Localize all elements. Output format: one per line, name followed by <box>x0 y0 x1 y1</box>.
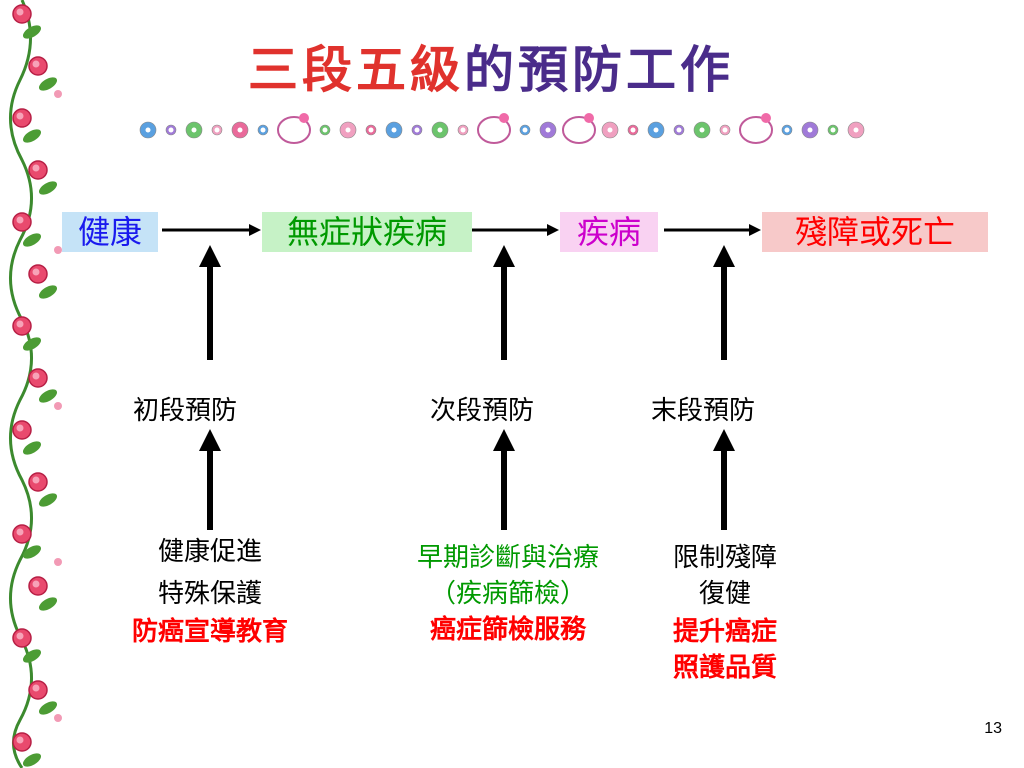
vine-leaf <box>38 181 58 195</box>
kitty-bow-icon <box>299 113 309 123</box>
vine-leaf <box>22 233 42 247</box>
vine-leaf <box>38 493 58 507</box>
primary-detail-highlight: 防癌宣導教育 <box>131 617 288 647</box>
flower-vine-border <box>9 0 62 768</box>
vine-leaf <box>22 129 42 143</box>
kitty-face-icon <box>477 116 511 144</box>
band-flower-center <box>676 127 682 133</box>
band-flower-center <box>368 127 374 133</box>
band-flower-center <box>784 127 790 133</box>
vine-leaf <box>38 389 58 403</box>
vine-leaf <box>22 441 42 455</box>
band-flower-center <box>322 127 328 133</box>
slide-title: 三段五級的預防工作 <box>248 40 734 100</box>
secondary-detail-line2: （疾病篩檢） <box>429 579 586 609</box>
band-flower-center <box>191 127 197 133</box>
small-flower-icon <box>54 558 62 566</box>
level-secondary-prevention: 次段預防 <box>430 396 535 426</box>
rose-bud-highlight <box>32 684 40 692</box>
band-flower-center <box>830 127 836 133</box>
primary-detail-line2: 特殊保護 <box>157 579 262 609</box>
vine-leaf <box>38 77 58 91</box>
kitty-bow-icon <box>499 113 509 123</box>
primary-details: 健康促進 特殊保護 防癌宣導教育 <box>100 535 320 649</box>
tertiary-detail-highlight-2: 照護品質 <box>672 653 777 683</box>
rose-bud-highlight <box>32 164 40 172</box>
secondary-detail-line1: 早期診斷與治療 <box>416 543 599 573</box>
vine-leaf <box>38 285 58 299</box>
vine-leaf <box>22 545 42 559</box>
band-flower-center <box>722 127 728 133</box>
vine-leaf <box>22 649 42 663</box>
band-flower-center <box>630 127 636 133</box>
rose-bud-highlight <box>16 528 24 536</box>
secondary-details: 早期診斷與治療 （疾病篩檢） 癌症篩檢服務 <box>378 541 638 647</box>
rose-bud-highlight <box>32 268 40 276</box>
band-flower-center <box>414 127 420 133</box>
band-flower-center <box>460 127 466 133</box>
band-flower-center <box>145 127 151 133</box>
flower-decoration-band <box>139 113 865 144</box>
kitty-bow-icon <box>761 113 771 123</box>
band-flower-center <box>807 127 813 133</box>
vine-leaf <box>38 701 58 715</box>
small-flower-icon <box>54 714 62 722</box>
stage-health: 健康 <box>62 212 158 252</box>
small-flower-icon <box>54 402 62 410</box>
band-flower-center <box>853 127 859 133</box>
band-flower-center <box>699 127 705 133</box>
tertiary-detail-line2: 復健 <box>698 579 751 609</box>
vine-leaf <box>22 337 42 351</box>
tertiary-detail-line1: 限制殘障 <box>672 543 777 573</box>
rose-bud-highlight <box>16 632 24 640</box>
title-part-red: 三段五級 <box>248 41 464 99</box>
rose-bud-highlight <box>16 112 24 120</box>
stage-disability-or-death: 殘障或死亡 <box>762 212 988 252</box>
kitty-face-icon <box>277 116 311 144</box>
primary-detail-line1: 健康促進 <box>157 537 262 567</box>
band-flower-center <box>522 127 528 133</box>
page-number: 13 <box>984 720 1002 737</box>
vine-leaf <box>38 597 58 611</box>
kitty-face-icon <box>739 116 773 144</box>
secondary-detail-highlight: 癌症篩檢服務 <box>429 615 586 645</box>
stage-disease: 疾病 <box>560 212 658 252</box>
small-flower-icon <box>54 90 62 98</box>
kitty-face-icon <box>562 116 596 144</box>
band-flower-center <box>260 127 266 133</box>
band-flower-center <box>391 127 397 133</box>
rose-bud-highlight <box>32 476 40 484</box>
vine-leaf <box>22 25 42 39</box>
rose-bud-highlight <box>16 8 24 16</box>
tertiary-detail-highlight-1: 提升癌症 <box>672 617 777 647</box>
kitty-bow-icon <box>584 113 594 123</box>
band-flower-center <box>653 127 659 133</box>
rose-bud-highlight <box>32 580 40 588</box>
band-flower-center <box>545 127 551 133</box>
rose-bud-highlight <box>32 372 40 380</box>
band-flower-center <box>345 127 351 133</box>
band-flower-center <box>437 127 443 133</box>
band-flower-center <box>237 127 243 133</box>
rose-bud-highlight <box>16 216 24 224</box>
vine-leaf <box>22 753 42 767</box>
level-primary-prevention: 初段預防 <box>133 396 238 426</box>
rose-bud-highlight <box>16 424 24 432</box>
small-flower-icon <box>54 246 62 254</box>
title-part-purple: 的預防工作 <box>464 41 734 99</box>
tertiary-details: 限制殘障 復健 提升癌症 照護品質 <box>640 541 810 685</box>
band-flower-center <box>214 127 220 133</box>
rose-bud-highlight <box>32 60 40 68</box>
band-flower-center <box>607 127 613 133</box>
level-tertiary-prevention: 末段預防 <box>651 396 756 426</box>
rose-bud-highlight <box>16 736 24 744</box>
stage-asymptomatic-disease: 無症狀疾病 <box>262 212 472 252</box>
rose-bud-highlight <box>16 320 24 328</box>
band-flower-center <box>168 127 174 133</box>
